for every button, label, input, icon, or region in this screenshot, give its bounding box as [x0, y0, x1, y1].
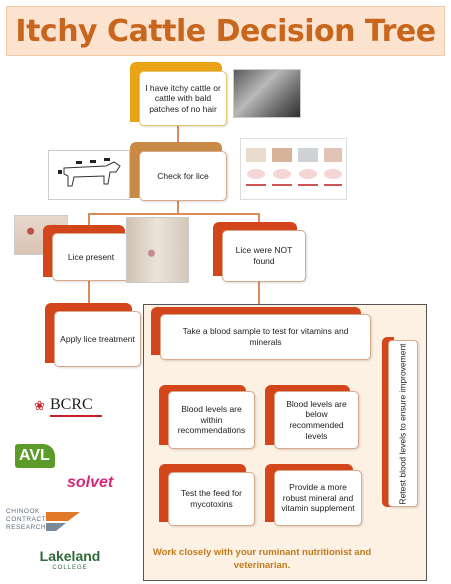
page-title: Itchy Cattle Decision Tree: [15, 13, 436, 49]
within-text: Blood levels are within recommendations: [177, 404, 246, 436]
test-feed-text: Test the feed for mycotoxins: [181, 488, 242, 509]
lakeland-logo: Lakeland COLLEGE: [34, 549, 106, 577]
chinook-logo: CHINOOK CONTRACT RESEARCH: [6, 508, 86, 538]
connector-line: [258, 282, 260, 312]
apply-treatment-text: Apply lice treatment: [60, 333, 135, 344]
connector-line: [88, 213, 259, 215]
avl-logo-text: AVL: [19, 447, 50, 464]
supplement-node: Provide a more robust mineral and vitami…: [274, 470, 362, 526]
connector-line: [88, 280, 90, 305]
connector-line: [177, 125, 179, 143]
below-node: Blood levels are below recommended level…: [274, 391, 359, 449]
cattle-hair-photo: [233, 69, 301, 118]
cow-diagram-icon: [48, 150, 130, 200]
solvet-logo-text: solvet: [67, 474, 114, 491]
supplement-text: Provide a more robust mineral and vitami…: [281, 482, 355, 514]
start-node: I have itchy cattle or cattle with bald …: [139, 71, 227, 126]
check-lice-node: Check for lice: [139, 151, 227, 201]
connector-line: [177, 200, 179, 214]
bcrc-logo: ❀ BCRC: [34, 396, 106, 420]
lice-present-node: Lice present: [52, 233, 130, 281]
footer-note: Work closely with your ruminant nutritio…: [152, 547, 372, 571]
retest-node: Retest blood levels to ensure improvemen…: [388, 340, 418, 507]
lice-not-found-text: Lice were NOT found: [235, 245, 293, 266]
below-text: Blood levels are below recommended level…: [286, 398, 347, 441]
lice-not-found-node: Lice were NOT found: [222, 230, 306, 282]
lice-chart-image: [240, 138, 347, 200]
chinook-logo-line2: CONTRACT: [6, 516, 47, 523]
bcrc-tagline-line: [50, 415, 102, 417]
within-node: Blood levels are within recommendations: [168, 391, 255, 449]
start-node-text: I have itchy cattle or cattle with bald …: [145, 82, 221, 114]
chinook-chevron-icon: [46, 512, 80, 531]
title-banner: Itchy Cattle Decision Tree: [6, 6, 445, 56]
check-lice-text: Check for lice: [157, 170, 209, 181]
chinook-logo-line1: CHINOOK: [6, 508, 40, 515]
retest-text: Retest blood levels to ensure improvemen…: [397, 342, 408, 505]
maple-leaf-icon: ❀: [34, 398, 45, 413]
solvet-logo: solvet: [67, 474, 113, 492]
blood-sample-text: Take a blood sample to test for vitamins…: [182, 326, 349, 347]
bcrc-logo-text: BCRC: [50, 396, 93, 413]
chinook-logo-line3: RESEARCH: [6, 524, 47, 531]
connector-line: [88, 213, 90, 225]
skin-lice-photo: [126, 217, 189, 283]
test-feed-node: Test the feed for mycotoxins: [168, 472, 255, 526]
lakeland-logo-text: Lakeland: [39, 548, 101, 564]
lakeland-college-text: COLLEGE: [52, 565, 88, 571]
blood-sample-node: Take a blood sample to test for vitamins…: [160, 314, 371, 360]
lice-present-text: Lice present: [67, 251, 115, 262]
avl-logo: AVL: [15, 444, 55, 468]
apply-treatment-node: Apply lice treatment: [54, 311, 141, 367]
connector-line: [258, 213, 260, 225]
